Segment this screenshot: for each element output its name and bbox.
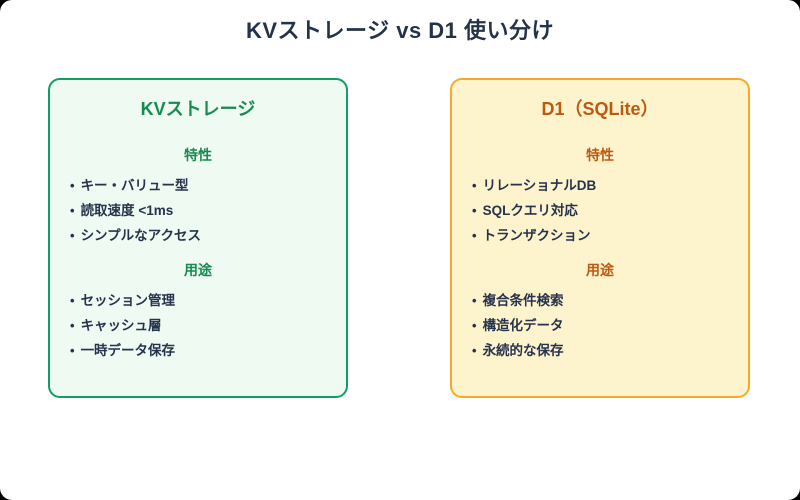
page-title: KVストレージ vs D1 使い分け: [245, 18, 555, 43]
list-item: • キャッシュ層: [70, 317, 326, 333]
list-item-label: 一時データ保存: [80, 342, 176, 358]
section-label-uses: 用途: [184, 261, 212, 278]
bullet-icon: •: [70, 342, 75, 358]
section-label-uses: 用途: [586, 261, 614, 278]
cards-row: KVストレージ 特性 • キー・バリュー型 • 読取速度 <1ms • シンプル…: [0, 78, 800, 398]
list-item: • SQLクエリ対応: [472, 203, 728, 219]
list-item-label: キャッシュ層: [80, 317, 162, 333]
card-kv-storage: KVストレージ 特性 • キー・バリュー型 • 読取速度 <1ms • シンプル…: [48, 78, 348, 398]
list-item: • シンプルなアクセス: [70, 229, 326, 243]
list-item: • キー・バリュー型: [70, 178, 326, 193]
bullet-icon: •: [70, 203, 75, 219]
list-item: • 複合条件検索: [472, 292, 728, 308]
bullet-icon: •: [472, 178, 477, 193]
list-item: • セッション管理: [70, 292, 326, 308]
section-label-features: 特性: [586, 147, 614, 163]
bullet-icon: •: [70, 178, 75, 193]
use-list: • 複合条件検索 • 構造化データ • 永続的な保存: [472, 292, 728, 359]
card-kv-section-features: 特性 • キー・バリュー型 • 読取速度 <1ms • シンプルなアクセス: [70, 145, 326, 244]
list-item: • トランザクション: [472, 229, 728, 243]
card-d1-section-features: 特性 • リレーショナルDB • SQLクエリ対応 • トランザクション: [472, 145, 728, 244]
list-item-label: 複合条件検索: [482, 292, 564, 308]
section-label-features: 特性: [184, 147, 212, 163]
card-d1-section-uses: 用途 • 複合条件検索 • 構造化データ • 永続的な保存: [472, 260, 728, 359]
list-item-label: SQLクエリ対応: [482, 203, 578, 219]
use-list: • セッション管理 • キャッシュ層 • 一時データ保存: [70, 292, 326, 359]
list-item-label: キー・バリュー型: [80, 178, 189, 193]
card-kv-section-uses: 用途 • セッション管理 • キャッシュ層 • 一時データ保存: [70, 260, 326, 359]
list-item-label: リレーショナルDB: [482, 178, 597, 193]
card-d1-sqlite: D1（SQLite） 特性 • リレーショナルDB • SQLクエリ対応 • ト…: [450, 78, 750, 398]
list-item-label: トランザクション: [482, 228, 591, 244]
bullet-icon: •: [472, 317, 477, 333]
card-kv-title: KVストレージ: [140, 99, 256, 119]
bullet-icon: •: [472, 203, 477, 219]
bullet-icon: •: [70, 317, 75, 333]
bullet-icon: •: [472, 292, 477, 308]
list-item-label: 読取速度 <1ms: [80, 203, 174, 219]
list-item: • 構造化データ: [472, 317, 728, 333]
bullet-icon: •: [70, 292, 75, 308]
list-item: • 一時データ保存: [70, 342, 326, 358]
bullet-icon: •: [472, 342, 477, 358]
list-item-label: 永続的な保存: [482, 342, 564, 358]
list-item-label: 構造化データ: [482, 317, 564, 333]
card-d1-title: D1（SQLite）: [541, 99, 659, 119]
list-item-label: セッション管理: [80, 292, 176, 308]
list-item-label: シンプルなアクセス: [80, 228, 201, 244]
bullet-icon: •: [472, 228, 477, 244]
list-item: • 読取速度 <1ms: [70, 203, 326, 219]
list-item: • 永続的な保存: [472, 342, 728, 358]
feature-list: • リレーショナルDB • SQLクエリ対応 • トランザクション: [472, 178, 728, 244]
bullet-icon: •: [70, 228, 75, 244]
feature-list: • キー・バリュー型 • 読取速度 <1ms • シンプルなアクセス: [70, 178, 326, 244]
list-item: • リレーショナルDB: [472, 178, 728, 193]
